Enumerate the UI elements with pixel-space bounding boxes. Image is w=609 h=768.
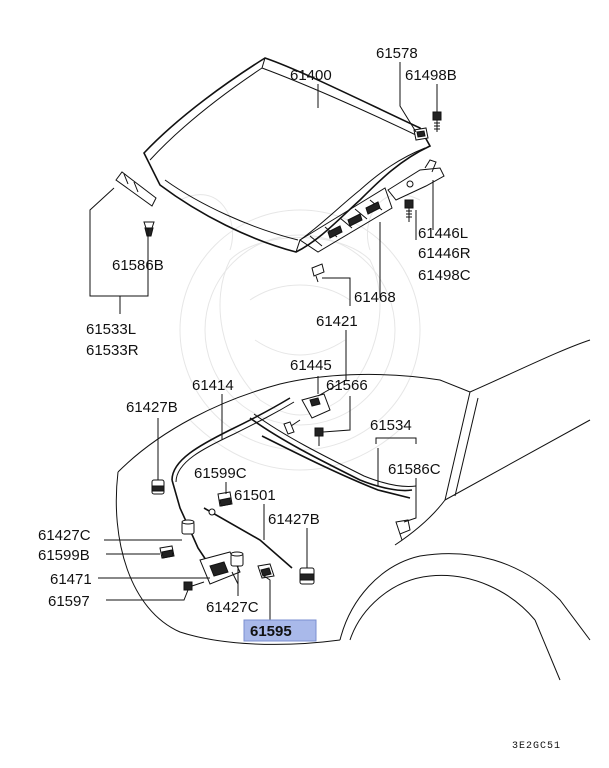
label-61566[interactable]: 61566 bbox=[326, 377, 368, 394]
label-61471[interactable]: 61471 bbox=[50, 571, 92, 588]
label-61446r[interactable]: 61446R bbox=[418, 245, 471, 262]
hood-bumper-61427b-left[interactable] bbox=[151, 479, 165, 495]
label-61534[interactable]: 61534 bbox=[370, 417, 412, 434]
label-61599b[interactable]: 61599B bbox=[38, 547, 90, 564]
label-61421[interactable]: 61421 bbox=[316, 313, 358, 330]
label-61578[interactable]: 61578 bbox=[376, 45, 418, 62]
label-61427c-left[interactable]: 61427C bbox=[38, 527, 91, 544]
hood-seal-bracket[interactable] bbox=[115, 171, 157, 207]
clip-61421[interactable] bbox=[311, 263, 325, 283]
bolt-61597[interactable] bbox=[183, 581, 205, 591]
label-61427b-mid[interactable]: 61427B bbox=[268, 511, 320, 528]
label-61427c-bottom[interactable]: 61427C bbox=[206, 599, 259, 616]
label-61427b-top[interactable]: 61427B bbox=[126, 399, 178, 416]
clip-61586c[interactable] bbox=[395, 519, 411, 541]
hood-bolt-61498b[interactable] bbox=[432, 111, 442, 132]
label-61400[interactable]: 61400 bbox=[290, 67, 332, 84]
watermark-emblem bbox=[179, 194, 421, 471]
label-61586b[interactable]: 61586B bbox=[112, 257, 164, 274]
hood-lock-61471[interactable] bbox=[199, 551, 241, 585]
highlight-box bbox=[243, 619, 317, 642]
bumper-61427c-bottom[interactable] bbox=[230, 551, 244, 567]
drawing-code: 3E2GC51 bbox=[512, 741, 561, 752]
front-cable-61421[interactable] bbox=[249, 413, 417, 492]
hood-latch[interactable] bbox=[283, 393, 331, 435]
hood-bolt-61578[interactable] bbox=[413, 127, 429, 141]
label-61595[interactable]: 61595 bbox=[250, 623, 292, 640]
leader-lines bbox=[89, 62, 438, 620]
bracket-61595[interactable] bbox=[257, 563, 275, 579]
hood-panel[interactable] bbox=[143, 57, 432, 253]
label-61597[interactable]: 61597 bbox=[48, 593, 90, 610]
clip-61599c[interactable] bbox=[217, 491, 233, 507]
label-61446l[interactable]: 61446L bbox=[418, 225, 468, 242]
label-61414[interactable]: 61414 bbox=[192, 377, 234, 394]
clip-61599b[interactable] bbox=[159, 545, 175, 559]
hood-support-rod[interactable] bbox=[203, 507, 293, 569]
bumper-61427c-left[interactable] bbox=[181, 519, 195, 535]
label-61445[interactable]: 61445 bbox=[290, 357, 332, 374]
hood-bumper-61427b-right[interactable] bbox=[299, 567, 315, 585]
label-61533r[interactable]: 61533R bbox=[86, 342, 139, 359]
part-labels: 61400 61578 61498B 61446L 61446R 61498C … bbox=[38, 45, 561, 752]
hood-seal-strip[interactable] bbox=[261, 435, 411, 499]
car-body-outline bbox=[115, 339, 591, 681]
clip-61586b[interactable] bbox=[143, 221, 155, 237]
latch-bolt-61566[interactable] bbox=[314, 427, 324, 446]
label-61599c[interactable]: 61599C bbox=[194, 465, 247, 482]
label-61533l[interactable]: 61533L bbox=[86, 321, 136, 338]
label-61498c[interactable]: 61498C bbox=[418, 267, 471, 284]
hood-hinge[interactable] bbox=[387, 159, 445, 201]
label-61501[interactable]: 61501 bbox=[234, 487, 276, 504]
label-61586c[interactable]: 61586C bbox=[388, 461, 441, 478]
hinge-bolt-61498c[interactable] bbox=[404, 199, 414, 222]
label-61468[interactable]: 61468 bbox=[354, 289, 396, 306]
label-61498b[interactable]: 61498B bbox=[405, 67, 457, 84]
